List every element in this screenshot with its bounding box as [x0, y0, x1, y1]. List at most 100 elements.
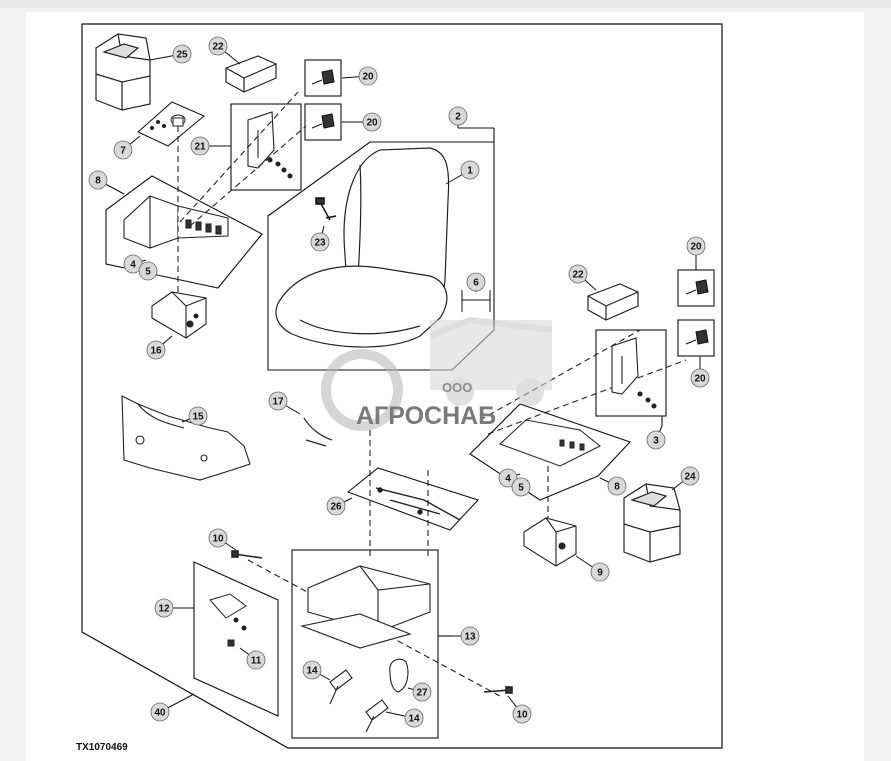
- callout-circle: [690, 368, 710, 388]
- bracket-frame-21: [230, 103, 302, 191]
- callout-20: 20: [690, 356, 710, 388]
- watermark-big-text: АГРОСНАБ: [356, 402, 496, 430]
- callout-number: 22: [212, 42, 224, 53]
- callout-12: 12: [154, 598, 194, 618]
- callout-circle: [686, 236, 706, 256]
- bracket-12: [209, 593, 247, 647]
- callout-circle: [568, 264, 588, 284]
- callout-circle: [590, 562, 610, 582]
- callout-21: 21: [190, 136, 231, 156]
- callout-circle: [646, 430, 666, 450]
- callout-22: 22: [208, 36, 241, 65]
- callout-number: 16: [150, 346, 162, 357]
- bracket-frame-12: [193, 561, 279, 717]
- callout-8: 8: [599, 476, 627, 496]
- watermark-logo: [321, 316, 553, 431]
- left-console: [123, 195, 229, 249]
- callout-number: 8: [614, 482, 620, 493]
- right-console: [499, 419, 601, 467]
- bracket-3: [611, 337, 657, 409]
- watermark-small-text: ООО: [442, 380, 472, 395]
- callout-circle: [246, 650, 266, 670]
- callout-circle: [310, 232, 330, 252]
- bracket-21: [247, 111, 293, 179]
- callout-number: 22: [572, 270, 584, 281]
- callout-22: 22: [568, 264, 597, 291]
- callout-number: 25: [176, 50, 188, 61]
- callout-20: 20: [342, 112, 382, 132]
- callout-circle: [208, 36, 228, 56]
- callout-number: 17: [272, 397, 284, 408]
- knob-20: [311, 69, 335, 129]
- callout-number: 23: [314, 238, 326, 249]
- arm-pad-top: [225, 55, 277, 93]
- watermark-text: ООО АГРОСНАБ: [356, 380, 496, 430]
- callout-11: 11: [239, 647, 266, 670]
- callout-number: 14: [408, 714, 420, 725]
- suspension-base: [300, 565, 431, 649]
- callout-circle: [460, 626, 480, 646]
- callout-circle: [511, 477, 531, 497]
- callout-number: 20: [366, 118, 378, 129]
- callout-24: 24: [671, 466, 700, 491]
- callout-circle: [466, 272, 486, 292]
- callout-1: 1: [445, 160, 480, 185]
- callout-number: 15: [192, 412, 204, 423]
- callout-6: 6: [466, 272, 486, 292]
- callout-circle: [138, 261, 158, 281]
- callout-number: 13: [464, 632, 476, 643]
- seat-lever: [315, 197, 337, 221]
- callout-23: 23: [310, 225, 330, 252]
- callout-number: 14: [306, 666, 318, 677]
- callout-number: 27: [416, 688, 428, 699]
- callout-27: 27: [407, 682, 432, 702]
- callout-circle: [190, 136, 210, 156]
- callout-circle: [208, 528, 228, 548]
- callout-2: 2: [448, 106, 468, 128]
- callout-number: 4: [505, 474, 511, 485]
- callout-number: 8: [95, 176, 101, 187]
- callout-circle: [498, 468, 518, 488]
- callout-circle: [326, 496, 346, 516]
- callout-circle: [113, 140, 133, 160]
- callout-14: 14: [302, 660, 331, 681]
- callout-number: 10: [212, 534, 224, 545]
- callout-7: 7: [113, 135, 141, 160]
- callout-number: 26: [330, 502, 342, 513]
- shock-absorbers: [329, 658, 409, 733]
- callout-5: 5: [511, 477, 531, 497]
- side-panel-15: [121, 395, 251, 481]
- knob-20-right: [685, 279, 709, 345]
- fastener-frame-7: [137, 101, 205, 147]
- outer-frame: [81, 23, 723, 749]
- armrest-cover-top-left: [95, 33, 151, 111]
- part-6: [461, 290, 491, 312]
- callout-25: 25: [149, 44, 192, 64]
- callout-number: 2: [455, 112, 461, 123]
- callout-number: 20: [362, 72, 374, 83]
- callout-13: 13: [452, 626, 480, 646]
- callout-number: 3: [653, 436, 659, 447]
- top-bar: [0, 0, 891, 8]
- figure-reference: TX1070469: [76, 742, 128, 753]
- suspension-frame-13: [291, 549, 452, 739]
- console-mount-9: [523, 517, 577, 567]
- callout-number: 1: [467, 166, 473, 177]
- callout-17: 17: [268, 391, 301, 415]
- callout-15: 15: [181, 406, 208, 426]
- small-bolts-7: [150, 120, 166, 130]
- bracket-frame-3: [595, 329, 667, 426]
- callout-circle: [412, 682, 432, 702]
- callout-circle: [607, 476, 627, 496]
- knob: [170, 114, 186, 127]
- callout-26: 26: [326, 496, 353, 516]
- rails-26: [375, 487, 461, 521]
- callout-number: 5: [518, 483, 524, 494]
- callout-circle: [268, 391, 288, 411]
- callout-number: 10: [516, 710, 528, 721]
- callout-10: 10: [208, 528, 237, 551]
- arm-pad-right: [587, 283, 639, 321]
